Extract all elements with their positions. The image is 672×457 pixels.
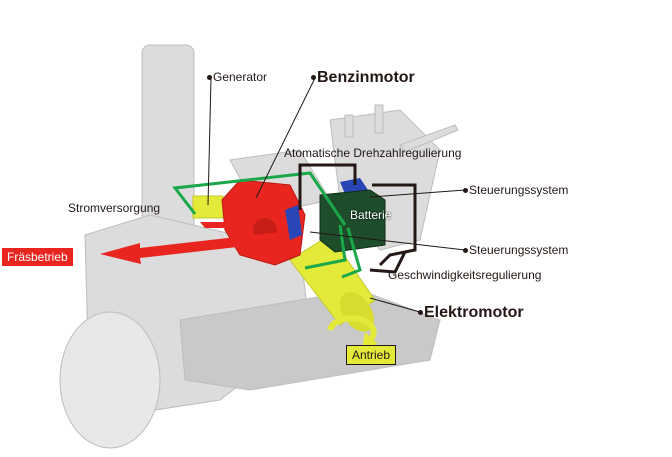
rotation-arrowhead	[362, 332, 378, 348]
speed-actuator	[285, 205, 302, 240]
label-geschwindigkeitsregulierung: Geschwindigkeitsregulierung	[388, 268, 542, 282]
leader-lines	[207, 77, 466, 313]
label-stromversorgung: Stromversorgung	[68, 201, 161, 215]
label-benzinmotor: Benzinmotor	[311, 69, 415, 87]
control-lines	[298, 163, 417, 274]
control-actuator	[340, 178, 368, 194]
power-lines	[172, 171, 362, 279]
label-drehzahlregulierung: Atomatische Drehzahlregulierung	[284, 146, 462, 160]
label-steuerungssystem-bottom: Steuerungssystem	[463, 243, 568, 257]
generator-feed-arrow	[200, 222, 240, 228]
label-elektromotor: Elektromotor	[418, 304, 524, 322]
drive-arrow	[100, 232, 282, 264]
lever-2	[374, 104, 384, 134]
auger-wheel	[59, 311, 161, 449]
handle	[399, 124, 459, 153]
lever-1	[344, 114, 354, 138]
battery	[319, 189, 386, 253]
label-steuerungssystem-top: Steuerungssystem	[463, 183, 568, 197]
fraesbetrieb-tag: Fräsbetrieb	[2, 248, 73, 266]
rotation-arrow	[327, 315, 377, 343]
label-batterie: Batterie	[350, 208, 392, 222]
antrieb-tag: Antrieb	[346, 345, 397, 365]
label-generator: Generator	[207, 70, 267, 84]
